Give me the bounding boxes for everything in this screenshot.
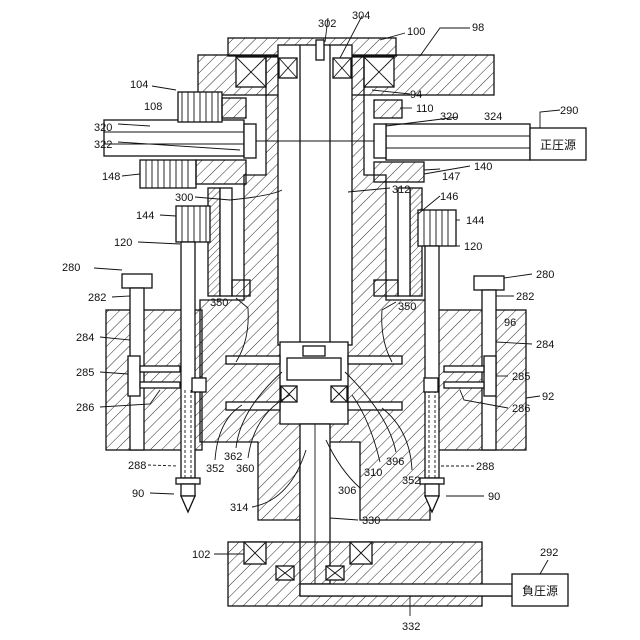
ref-280-right: 280	[536, 269, 554, 281]
ref-144-left: 144	[136, 210, 154, 222]
ref-98: 98	[472, 22, 484, 34]
ref-282-left: 282	[88, 292, 106, 304]
ref-144-right: 144	[466, 215, 484, 227]
positive-pressure-source-box: 正圧源	[530, 128, 586, 160]
negative-pressure-source-label: 負圧源	[522, 584, 558, 598]
ref-360: 360	[236, 463, 254, 475]
ref-352-right: 352	[402, 475, 420, 487]
ref-330: 330	[362, 515, 380, 527]
ref-284-left: 284	[76, 332, 94, 344]
ref-306: 306	[338, 485, 356, 497]
ref-104: 104	[130, 79, 148, 91]
positive-pressure-source-label: 正圧源	[540, 138, 576, 152]
ref-290: 290	[560, 105, 578, 117]
ref-312: 312	[392, 184, 410, 196]
ref-352-left: 352	[206, 463, 224, 475]
gear-144-right	[418, 210, 456, 246]
ref-286-right: 286	[512, 403, 530, 415]
gear-147	[374, 162, 424, 182]
ref-102: 102	[192, 549, 210, 561]
ref-288-right: 288	[476, 461, 494, 473]
ref-120-left: 120	[114, 237, 132, 249]
ref-285-left: 285	[76, 367, 94, 379]
gear-108	[178, 92, 246, 122]
ref-302: 302	[318, 18, 336, 30]
ref-285-right: 285	[512, 371, 530, 383]
ref-292: 292	[540, 547, 558, 559]
negative-pressure-source-box: 負圧源	[512, 574, 568, 606]
ref-322: 322	[94, 139, 112, 151]
ref-96: 96	[504, 317, 516, 329]
ref-320-left: 320	[94, 122, 112, 134]
ref-350-left: 350	[210, 297, 228, 309]
gear-144-left	[176, 206, 210, 242]
ref-310: 310	[364, 467, 382, 479]
ref-90-left: 90	[132, 488, 144, 500]
ref-94: 94	[410, 89, 422, 101]
ref-350-right: 350	[398, 301, 416, 313]
ref-140: 140	[474, 161, 492, 173]
valve-block	[280, 342, 348, 424]
ref-288-left: 288	[128, 460, 146, 472]
ref-332: 332	[402, 621, 420, 633]
ref-284-right: 284	[536, 339, 554, 351]
ref-282-right: 282	[516, 291, 534, 303]
ref-120-right: 120	[464, 241, 482, 253]
ref-304: 304	[352, 10, 370, 22]
ref-320-right: 320	[440, 111, 458, 123]
ref-148: 148	[102, 171, 120, 183]
ref-100: 100	[407, 26, 425, 38]
ref-396: 396	[386, 456, 404, 468]
ref-108: 108	[144, 101, 162, 113]
ref-90-right: 90	[488, 491, 500, 503]
gear-110	[374, 100, 402, 118]
gear-148	[140, 160, 246, 188]
ref-92: 92	[542, 391, 554, 403]
ref-146: 146	[440, 191, 458, 203]
ref-110: 110	[416, 103, 434, 115]
central-shaft	[278, 40, 352, 345]
ref-324: 324	[484, 111, 502, 123]
ref-286-left: 286	[76, 402, 94, 414]
ref-280-left: 280	[62, 262, 80, 274]
ref-314: 314	[230, 502, 248, 514]
lower-frame	[228, 542, 520, 606]
ref-362: 362	[224, 451, 242, 463]
ref-300: 300	[175, 192, 193, 204]
ref-147: 147	[442, 171, 460, 183]
